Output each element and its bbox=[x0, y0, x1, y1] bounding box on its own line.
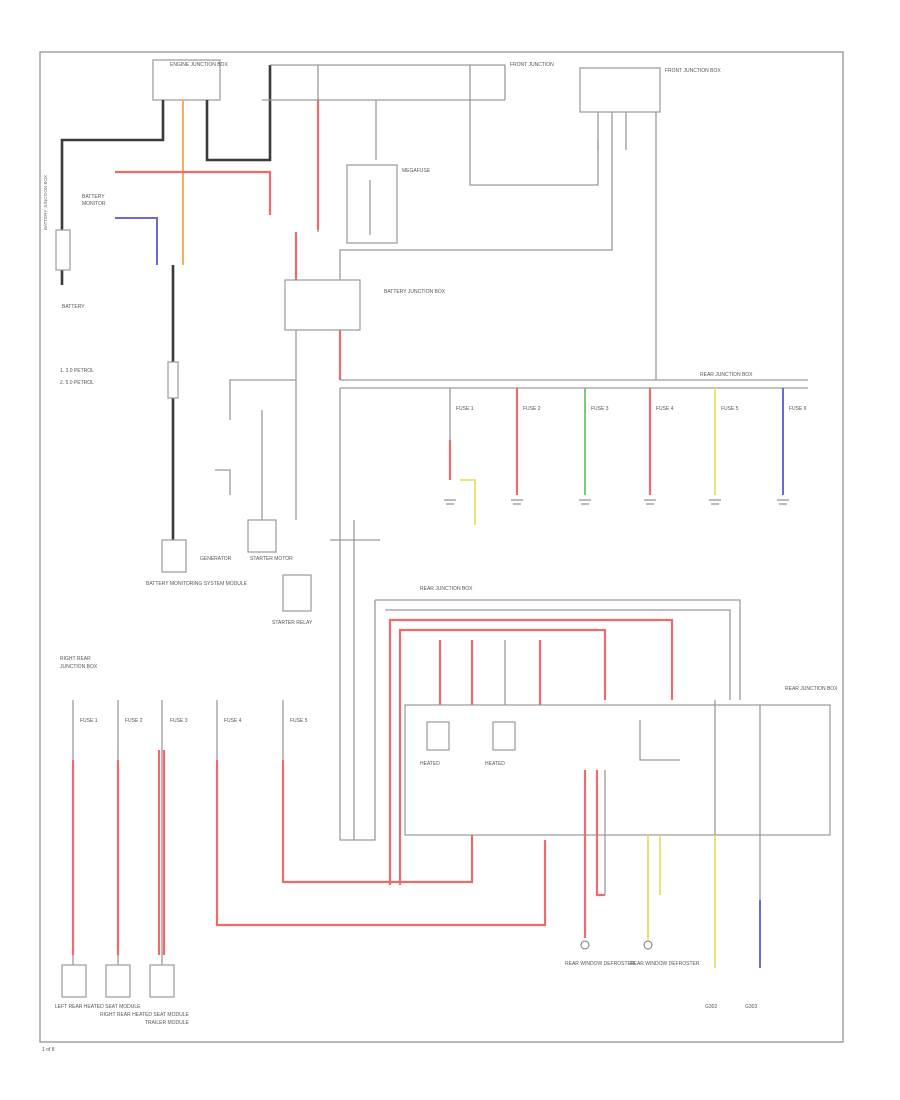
legend-1: 1. 3.0 PETROL bbox=[60, 368, 94, 374]
gen-branch bbox=[229, 379, 296, 420]
frame-side-label: BATTERY JUNCTION BOX bbox=[43, 175, 48, 230]
battery-cable-2 bbox=[205, 65, 272, 162]
left-rear-heated-seat-module bbox=[61, 964, 87, 998]
top-bus-drop-1 bbox=[270, 64, 506, 100]
fuse-drop-1: FUSE 1 bbox=[444, 388, 474, 505]
svg-text:FUSE 2: FUSE 2 bbox=[523, 406, 541, 412]
generator-label: GENERATOR bbox=[200, 556, 232, 562]
rear-inner-module-1 bbox=[426, 721, 450, 751]
bus-right-label: REAR JUNCTION BOX bbox=[700, 372, 753, 378]
battery-monitor-sensor-label: BATTERY bbox=[82, 194, 105, 200]
starter-relay bbox=[282, 574, 312, 612]
top-bus-label: FRONT JUNCTION bbox=[510, 62, 554, 68]
left-fuse-drop-5: FUSE 5 bbox=[281, 700, 474, 884]
front-junction-box-label: FRONT JUNCTION BOX bbox=[665, 68, 721, 74]
fuse-drop-3: FUSE 3 bbox=[579, 388, 609, 505]
starter-relay-label: STARTER RELAY bbox=[272, 620, 313, 626]
trailer-module bbox=[149, 964, 175, 998]
rear-window-defroster-label-2: REAR WINDOW DEFROSTER bbox=[630, 961, 700, 967]
rear-window-defroster-label-1: REAR WINDOW DEFROSTER bbox=[565, 961, 635, 967]
battery-monitoring-module bbox=[161, 539, 187, 573]
rear-inner-module-2-label: HEATED bbox=[485, 761, 505, 767]
gray-loop-label: REAR JUNCTION BOX bbox=[420, 586, 473, 592]
front-junction-box bbox=[579, 67, 661, 113]
fuse-drop-2: FUSE 2 bbox=[511, 388, 541, 505]
svg-text:FUSE 5: FUSE 5 bbox=[721, 406, 739, 412]
center-trunk bbox=[339, 388, 376, 841]
left-rear-heated-seat-label: LEFT REAR HEATED SEAT MODULE bbox=[55, 1004, 141, 1010]
starter-label: STARTER MOTOR bbox=[250, 556, 293, 562]
page-number: 1 of 8 bbox=[42, 1047, 55, 1053]
gray-loop-inner bbox=[385, 609, 731, 700]
rear-inner-module-1-label: HEATED bbox=[420, 761, 440, 767]
red-loop-outer bbox=[388, 618, 674, 885]
gen-ground-wire bbox=[215, 469, 231, 495]
top-bus-drop-4 bbox=[469, 65, 599, 186]
rear-inner-module-2 bbox=[492, 721, 516, 751]
battery-blue-wire bbox=[115, 217, 158, 265]
left-junction-label: RIGHT REAR bbox=[60, 656, 91, 662]
svg-text:FUSE 4: FUSE 4 bbox=[224, 718, 242, 724]
svg-text:FUSE 2: FUSE 2 bbox=[125, 718, 143, 724]
cable-sleeve bbox=[167, 361, 179, 399]
svg-text:FUSE 5: FUSE 5 bbox=[290, 718, 308, 724]
left-fuse-drop-3: FUSE 3 bbox=[157, 700, 188, 965]
rear-junction-box-label: REAR JUNCTION BOX bbox=[785, 686, 838, 692]
left-fuse-drop-4: FUSE 4 bbox=[215, 700, 547, 927]
svg-text:FUSE 1: FUSE 1 bbox=[456, 406, 474, 412]
rear-out-red-2 bbox=[595, 770, 605, 897]
trailer-module-label: TRAILER MODULE bbox=[145, 1020, 190, 1026]
ground-label-1: G302 bbox=[705, 1004, 717, 1010]
engine-junction-box-label: ENGINE JUNCTION BOX bbox=[170, 62, 228, 68]
rear-junction-box bbox=[404, 704, 831, 836]
battery-monitor-sensor-label-2: MONITOR bbox=[82, 201, 106, 207]
battery-label: BATTERY bbox=[62, 304, 85, 310]
fuse-drop-5: FUSE 5 bbox=[709, 388, 739, 505]
svg-text:FUSE 6: FUSE 6 bbox=[789, 406, 807, 412]
svg-text:FUSE 4: FUSE 4 bbox=[656, 406, 674, 412]
left-junction-label-2: JUNCTION BOX bbox=[60, 664, 98, 670]
ground-label-2: G303 bbox=[745, 1004, 757, 1010]
megafuse bbox=[346, 164, 398, 244]
megafuse-label: MEGAFUSE bbox=[402, 168, 431, 174]
legend-2: 2. 5.0 PETROL bbox=[60, 380, 94, 386]
battery-symbol bbox=[55, 229, 71, 271]
svg-text:FUSE 3: FUSE 3 bbox=[170, 718, 188, 724]
battery-ground-cable bbox=[60, 100, 165, 285]
right-rear-heated-seat-module bbox=[105, 964, 131, 998]
rear-window-defroster-terminal-2 bbox=[643, 940, 653, 950]
svg-text:FUSE 3: FUSE 3 bbox=[591, 406, 609, 412]
short-yellow-link bbox=[460, 479, 476, 525]
rear-window-defroster-terminal-1 bbox=[580, 940, 590, 950]
battery-monitoring-label: BATTERY MONITORING SYSTEM MODULE bbox=[146, 581, 248, 587]
starter-motor bbox=[247, 519, 277, 553]
red-loop-inner bbox=[398, 628, 607, 885]
front-junction-wire-b bbox=[339, 112, 613, 265]
rear-relay-wire bbox=[639, 720, 680, 761]
svg-text:FUSE 1: FUSE 1 bbox=[80, 718, 98, 724]
fuse-drop-6: FUSE 6 bbox=[777, 388, 807, 505]
battery-junction-box-label: BATTERY JUNCTION BOX bbox=[384, 289, 446, 295]
right-rear-heated-seat-label: RIGHT REAR HEATED SEAT MODULE bbox=[100, 1012, 189, 1018]
gray-loop-outer bbox=[375, 599, 741, 700]
fuse-drop-4: FUSE 4 bbox=[644, 388, 674, 505]
battery-positive-red bbox=[115, 170, 272, 215]
left-fuse-drop-1: FUSE 1 bbox=[71, 700, 98, 965]
battery-junction-box bbox=[284, 279, 361, 331]
engine-junction-box bbox=[152, 59, 221, 101]
left-fuse-drop-2: FUSE 2 bbox=[116, 700, 143, 965]
diagram-frame bbox=[39, 51, 844, 1043]
